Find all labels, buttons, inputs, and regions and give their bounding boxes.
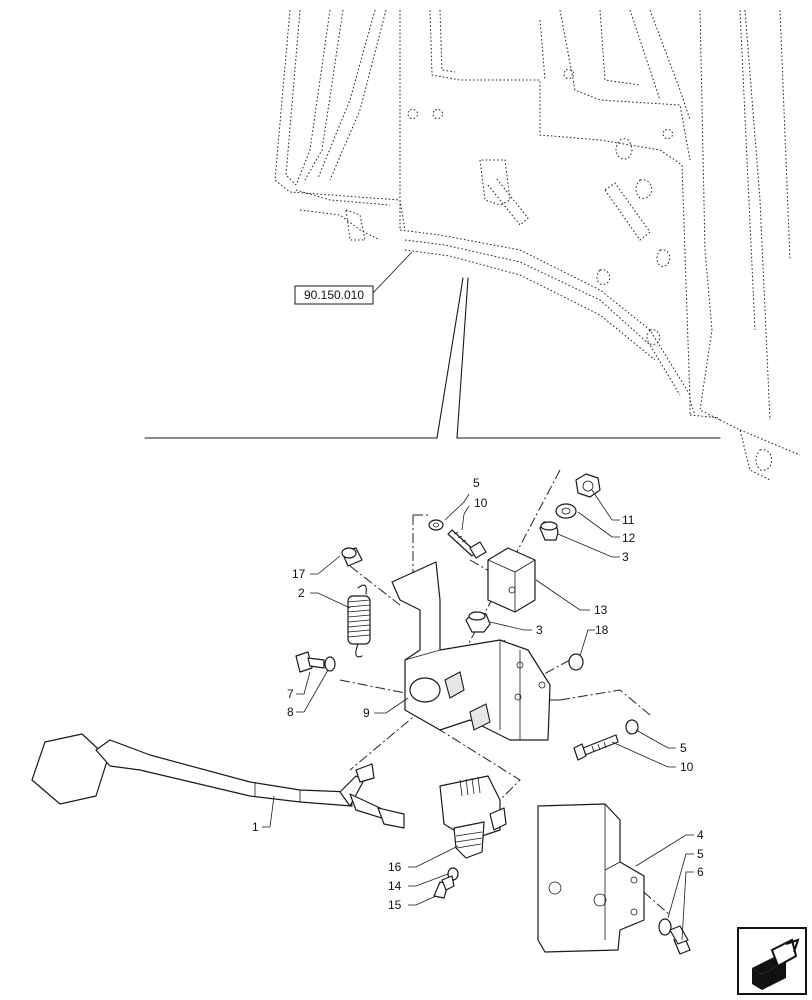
callout-4: 4 <box>697 828 704 842</box>
callout-16: 16 <box>388 860 402 874</box>
callout-10-top: 10 <box>474 496 488 510</box>
callout-3-upper: 3 <box>622 550 629 564</box>
callout-11: 11 <box>622 513 635 527</box>
callout-15: 15 <box>388 898 402 912</box>
spacer-part-17 <box>341 547 363 567</box>
spring-part-2 <box>347 584 371 658</box>
callout-8: 8 <box>287 705 294 719</box>
section-break-lines <box>144 277 721 439</box>
washer-part-5-upper <box>428 519 444 531</box>
callout-5-mid: 5 <box>680 741 687 755</box>
cab-frame-phantom <box>274 9 801 481</box>
bushing-part-3-lower <box>465 611 491 633</box>
callout-3-lower: 3 <box>536 623 543 637</box>
next-page-arrow-icon[interactable] <box>737 927 807 995</box>
plate-part-4 <box>537 803 645 953</box>
leader-lines <box>262 489 694 941</box>
callout-6: 6 <box>697 865 704 879</box>
callout-5-low: 5 <box>697 847 704 861</box>
washer-part-18 <box>568 653 584 671</box>
callout-17: 17 <box>292 567 306 581</box>
bolt-part-7 <box>295 651 325 673</box>
callout-1: 1 <box>252 820 259 834</box>
washer-part-5-mid <box>625 719 639 735</box>
washer-part-12 <box>555 503 577 519</box>
callout-9: 9 <box>363 706 370 720</box>
screw-part-15 <box>433 875 455 899</box>
bracket-part-9 <box>391 561 551 741</box>
bolt-part-10-upper <box>447 529 487 559</box>
bolt-part-10-lower <box>573 734 619 761</box>
callout-5-top: 5 <box>473 476 480 490</box>
callout-7: 7 <box>287 687 294 701</box>
pedal-part-1 <box>31 733 405 829</box>
callout-10-mid: 10 <box>680 760 694 774</box>
callout-13: 13 <box>594 603 608 617</box>
washer-part-8 <box>324 656 336 672</box>
washer-part-5-lower <box>658 918 672 936</box>
callout-12: 12 <box>622 531 636 545</box>
callout-labels: 5 10 11 12 3 13 3 18 17 2 7 8 9 5 10 1 4… <box>252 476 704 912</box>
reference-label: 90.150.010 <box>304 288 364 302</box>
callout-2: 2 <box>298 586 305 600</box>
nut-part-11 <box>575 473 601 498</box>
bolt-part-6 <box>669 925 691 955</box>
reference-callout: 90.150.010 <box>294 251 413 305</box>
callout-14: 14 <box>388 879 402 893</box>
switch-part-16 <box>439 775 507 859</box>
callout-18: 18 <box>595 623 609 637</box>
bushing-part-3-upper <box>539 521 559 541</box>
block-part-13 <box>487 547 536 613</box>
